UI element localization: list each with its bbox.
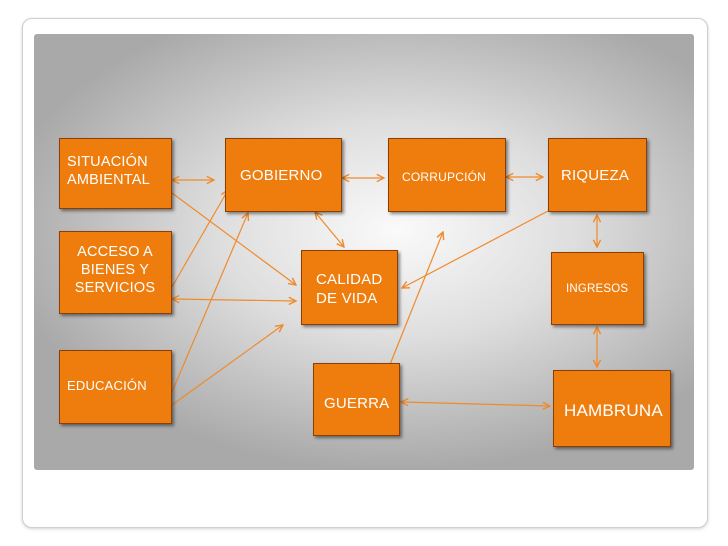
node-label: INGRESOS bbox=[566, 283, 629, 295]
node-situacion-ambiental: SITUACIÓN AMBIENTAL bbox=[59, 138, 172, 209]
node-label: EDUCACIÓN bbox=[67, 378, 147, 393]
node-corrupcion: CORRUPCIÓN bbox=[388, 138, 506, 212]
node-label: SITUACIÓN AMBIENTAL bbox=[67, 154, 150, 189]
node-label: HAMBRUNA bbox=[564, 401, 663, 420]
node-label: RIQUEZA bbox=[561, 167, 630, 184]
node-label: CORRUPCIÓN bbox=[402, 170, 487, 184]
node-hambruna: HAMBRUNA bbox=[553, 370, 671, 447]
node-label: GUERRA bbox=[324, 395, 390, 412]
node-acceso-bienes: ACCESO A BIENES Y SERVICIOS bbox=[59, 231, 172, 314]
node-riqueza: RIQUEZA bbox=[548, 138, 647, 212]
node-educacion: EDUCACIÓN bbox=[59, 350, 172, 424]
node-label: GOBIERNO bbox=[240, 167, 323, 184]
node-guerra: GUERRA bbox=[313, 363, 400, 436]
node-gobierno: GOBIERNO bbox=[225, 138, 342, 212]
node-ingresos: INGRESOS bbox=[551, 252, 644, 325]
node-label: CALIDAD DE VIDA bbox=[316, 271, 383, 307]
node-calidad-vida: CALIDAD DE VIDA bbox=[301, 250, 398, 325]
node-label: ACCESO A BIENES Y SERVICIOS bbox=[74, 244, 156, 297]
